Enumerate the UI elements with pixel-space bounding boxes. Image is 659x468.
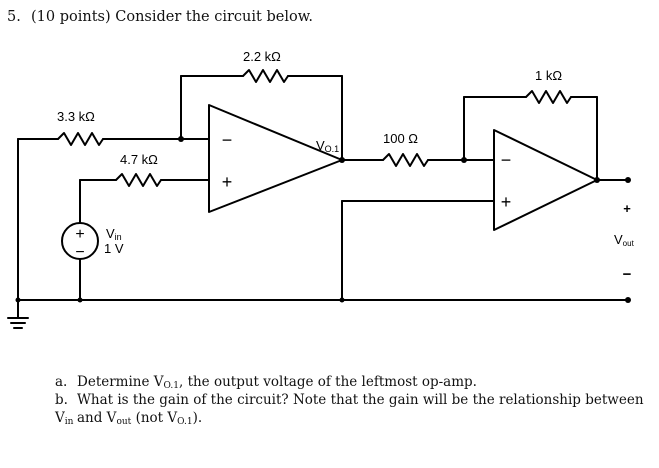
opamp-2-inv-sign: −: [501, 150, 512, 170]
node-dot: [77, 297, 83, 303]
node-dot: [15, 297, 21, 303]
vout-minus-sign: −: [623, 266, 632, 283]
opamp-1-inv-sign: −: [222, 130, 233, 150]
label-r-3-3k: 3.3 kΩ: [57, 109, 95, 124]
node-dot: [178, 136, 184, 142]
label-vout: Vout: [614, 232, 635, 248]
source-plus-sign: +: [75, 226, 84, 243]
node-dot: [461, 157, 467, 163]
node-dot: [594, 177, 600, 183]
resistor-3-3k: [57, 132, 104, 146]
node-dot: [625, 177, 631, 183]
opamp-2-body: [493, 129, 598, 231]
label-r-1k: 1 kΩ: [535, 68, 562, 83]
resistor-1k: [525, 90, 572, 104]
part-b-line-2: and Vout (not VO.1).: [77, 410, 203, 427]
resistor-2-2k: [242, 69, 289, 83]
part-b: b.What is the gain of the circuit? Note …: [55, 392, 644, 427]
node-dot: [339, 297, 345, 303]
node-dot: [625, 297, 631, 303]
source-minus-sign: −: [75, 244, 84, 261]
opamp-1-body: [208, 104, 343, 213]
label-r-4-7k: 4.7 kΩ: [120, 152, 158, 167]
part-a-letter: a.: [55, 374, 68, 390]
question-header: 5. (10 points) Consider the circuit below…: [7, 9, 313, 25]
vout-plus-sign: +: [623, 201, 631, 216]
circuit-diagram: − + − + + − 3.3 kΩ 4.7 kΩ 2.2 kΩ 100 Ω 1…: [7, 49, 635, 329]
question-number: 5.: [7, 9, 21, 25]
resistor-4-7k: [115, 173, 162, 187]
label-vo1: VO.1: [316, 138, 339, 154]
opamp-2-noninv-sign: +: [501, 192, 512, 212]
question-text: (10 points) Consider the circuit below.: [31, 9, 313, 25]
opamp-1-noninv-sign: +: [222, 172, 233, 192]
label-source-value: 1 V: [104, 241, 124, 256]
resistor-100: [382, 153, 429, 167]
part-a: a.Determine VO.1, the output voltage of …: [55, 374, 477, 391]
label-r-100: 100 Ω: [383, 131, 418, 146]
node-dot: [339, 157, 345, 163]
part-b-letter: b.: [55, 392, 68, 408]
label-vin: Vin: [106, 226, 122, 242]
label-r-2-2k: 2.2 kΩ: [243, 49, 281, 64]
